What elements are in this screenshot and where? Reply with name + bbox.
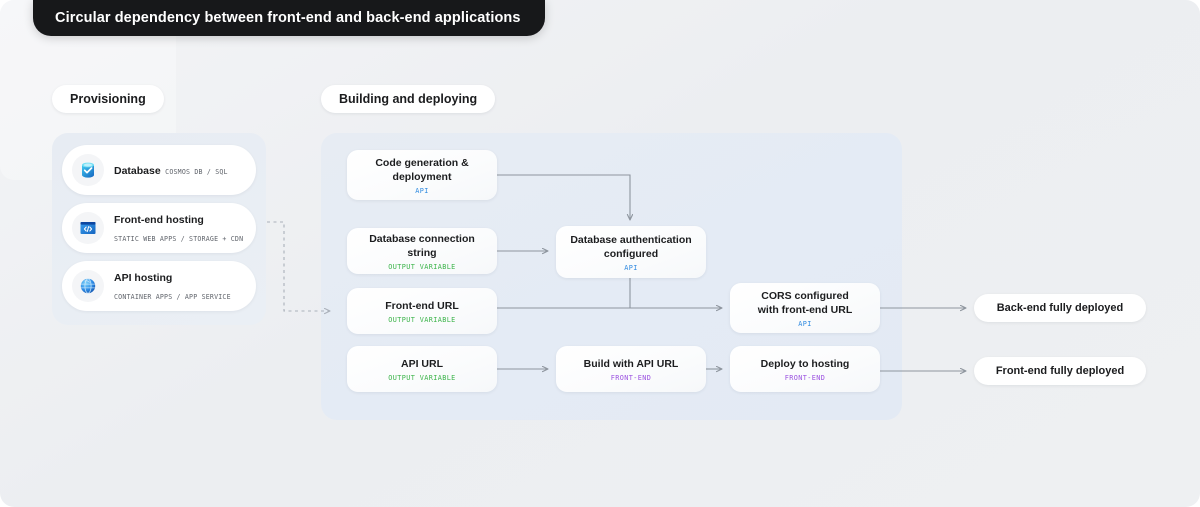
provisioning-item-subtitle: COSMOS DB / SQL: [165, 168, 228, 176]
section-label-building: Building and deploying: [321, 85, 496, 113]
flow-card-tag: OUTPUT VARIABLE: [388, 262, 456, 271]
provisioning-item-api-hosting[interactable]: API hosting CONTAINER APPS / APP SERVICE: [62, 261, 256, 311]
flow-card-deploy-to-hosting[interactable]: Deploy to hosting FRONT-END: [730, 346, 880, 392]
result-front-end-fully-deployed: Front-end fully deployed: [974, 357, 1146, 385]
diagram-title: Circular dependency between front-end an…: [33, 0, 545, 36]
flow-card-title: Deploy to hosting: [760, 357, 850, 370]
flow-card-database-connection-string[interactable]: Database connection string OUTPUT VARIAB…: [347, 228, 497, 274]
flow-card-tag: OUTPUT VARIABLE: [388, 373, 456, 382]
flow-card-api-url[interactable]: API URL OUTPUT VARIABLE: [347, 346, 497, 392]
provisioning-item-subtitle: CONTAINER APPS / APP SERVICE: [114, 293, 231, 301]
globe-icon: [72, 270, 104, 302]
flow-card-front-end-url[interactable]: Front-end URL OUTPUT VARIABLE: [347, 288, 497, 334]
flow-card-tag: API: [798, 319, 812, 328]
provisioning-item-subtitle: STATIC WEB APPS / STORAGE + CDN: [114, 235, 244, 243]
database-icon: [72, 154, 104, 186]
provisioning-item-title: API hosting: [114, 272, 173, 284]
result-back-end-fully-deployed: Back-end fully deployed: [974, 294, 1146, 322]
flow-card-tag: OUTPUT VARIABLE: [388, 315, 456, 324]
flow-card-title: Code generation &deployment: [375, 156, 469, 183]
provisioning-item-title: Front-end hosting: [114, 214, 204, 226]
flow-card-title: Database connection string: [369, 232, 475, 259]
provisioning-item-title: Database: [114, 165, 161, 177]
flow-card-tag: API: [415, 186, 429, 195]
provisioning-item-front-end-hosting[interactable]: Front-end hosting STATIC WEB APPS / STOR…: [62, 203, 256, 253]
provisioning-item-database[interactable]: Database COSMOS DB / SQL: [62, 145, 256, 195]
flow-card-tag: FRONT-END: [610, 373, 652, 382]
flow-card-build-with-api-url[interactable]: Build with API URL FRONT-END: [556, 346, 706, 392]
flow-card-title: Build with API URL: [583, 357, 679, 370]
flow-card-title: Front-end URL: [385, 299, 459, 312]
code-window-icon: [72, 212, 104, 244]
section-label-provisioning: Provisioning: [52, 85, 164, 113]
flow-card-tag: API: [624, 263, 638, 272]
flow-card-code-generation[interactable]: Code generation &deployment API: [347, 150, 497, 200]
flow-card-tag: FRONT-END: [784, 373, 826, 382]
flow-card-title: API URL: [401, 357, 443, 370]
